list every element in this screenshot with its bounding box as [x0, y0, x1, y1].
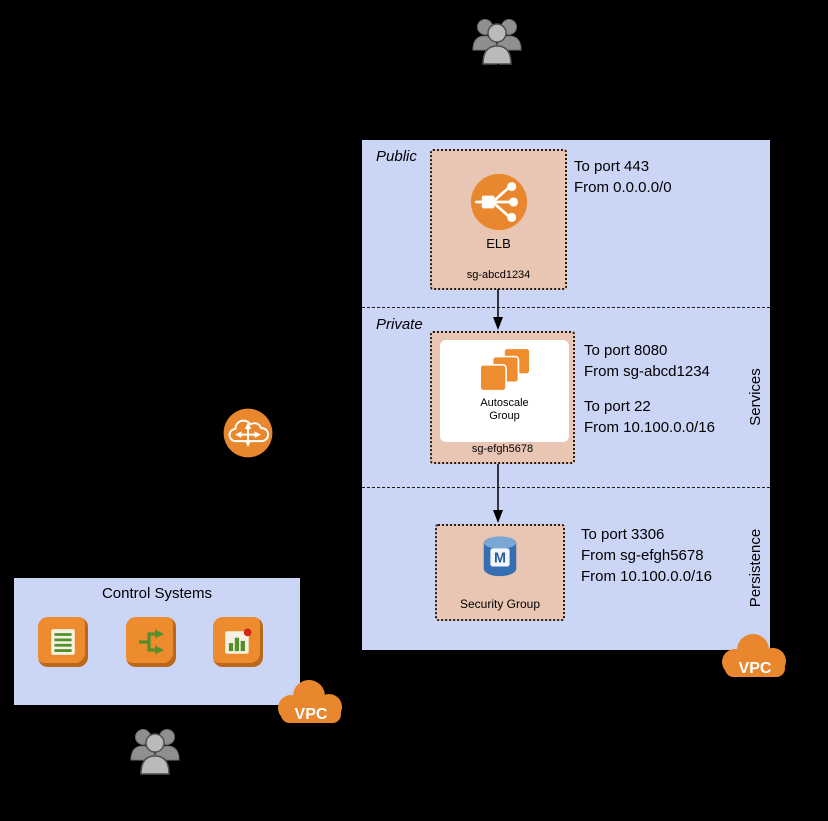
- autoscale-rules-ssh: To port 22 From 10.100.0.0/16: [584, 396, 715, 438]
- tier-label-persistence: Persistence: [747, 528, 764, 608]
- control-tile-2: [126, 617, 176, 667]
- tier-label-services: Services: [747, 368, 764, 426]
- autoscale-label: Autoscale Group: [480, 397, 529, 422]
- elb-label: ELB: [486, 236, 511, 251]
- elb-security-group-box: ELB sg-abcd1234: [430, 149, 567, 290]
- vpc-cloud-icon: VPC: [278, 680, 342, 723]
- vpc-cloud-icon: VPC: [722, 634, 786, 677]
- branch-arrows-icon: [139, 629, 164, 655]
- users-icon: [472, 19, 522, 65]
- control-tile-3: [213, 617, 263, 667]
- zone-label-private: Private: [376, 316, 423, 333]
- arrow-elb-to-autoscale: [493, 289, 503, 330]
- autoscale-security-group-box: Autoscale Group sg-efgh5678: [430, 331, 575, 464]
- rule-line: From 10.100.0.0/16: [584, 419, 715, 436]
- database-icon: M: [483, 536, 517, 577]
- rule-line: From 0.0.0.0/0: [574, 179, 672, 196]
- database-rules: To port 3306 From sg-efgh5678 From 10.10…: [581, 524, 712, 587]
- control-tile-1: [38, 617, 88, 667]
- divider-public-private: [362, 307, 770, 308]
- rule-line: From sg-efgh5678: [581, 547, 704, 564]
- elb-icon: [470, 173, 527, 231]
- autoscale-rules-http: To port 8080 From sg-abcd1234: [584, 340, 710, 382]
- list-icon: [51, 629, 75, 655]
- rule-line: From sg-abcd1234: [584, 363, 710, 380]
- users-icon: [130, 729, 180, 775]
- bar-chart-alarm-icon: [225, 628, 252, 654]
- database-logo-letter: M: [494, 551, 506, 567]
- control-systems-title: Control Systems: [101, 585, 213, 602]
- vpc-router-icon: [223, 408, 273, 458]
- rule-line: To port 22: [584, 398, 651, 415]
- elb-sg-id: sg-abcd1234: [466, 269, 531, 281]
- autoscale-stack-icon: [478, 347, 531, 392]
- rule-line: To port 3306: [581, 526, 665, 543]
- autoscale-card: Autoscale Group: [440, 340, 569, 442]
- database-security-group-box: M Security Group: [435, 524, 565, 621]
- rule-line: To port 8080: [584, 342, 668, 359]
- rule-line: From 10.100.0.0/16: [581, 568, 712, 585]
- zone-label-public: Public: [376, 148, 417, 165]
- rule-line: To port 443: [574, 158, 650, 175]
- divider-private-persistence: [362, 487, 770, 488]
- arrow-autoscale-to-database: [493, 464, 503, 523]
- autoscale-sg-id: sg-efgh5678: [471, 443, 534, 455]
- vpc-badge-right: VPC: [739, 660, 772, 677]
- control-systems-box: Control Systems: [14, 578, 300, 705]
- database-sg-label: Security Group: [459, 597, 541, 611]
- vpc-badge-left: VPC: [295, 706, 328, 723]
- elb-rules: To port 443 From 0.0.0.0/0: [574, 156, 672, 198]
